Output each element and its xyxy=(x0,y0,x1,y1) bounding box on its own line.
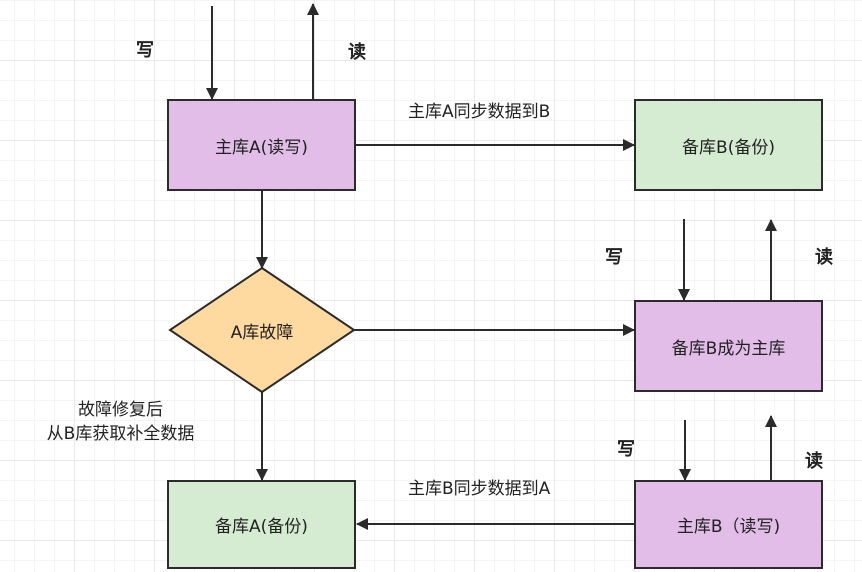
master-a-label: 主库A(读写) xyxy=(215,137,308,158)
repair-note-line1: 故障修复后 xyxy=(78,400,163,420)
read-label-b1: 读 xyxy=(815,247,833,268)
standby-b-label: 备库B(备份) xyxy=(682,137,775,158)
read-label-b2: 读 xyxy=(805,451,823,472)
master-a-box: 主库A(读写) xyxy=(167,99,356,191)
sync-a-to-b-label: 主库A同步数据到B xyxy=(408,102,551,122)
master-b-box: 主库B（读写) xyxy=(634,480,823,569)
sync-b-to-a-label: 主库B同步数据到A xyxy=(408,479,551,499)
repair-note: 故障修复后 从B库获取补全数据 xyxy=(8,398,233,446)
b-becomes-master-label: 备库B成为主库 xyxy=(671,338,786,359)
write-label-b1: 写 xyxy=(605,247,623,268)
b-becomes-master-box: 备库B成为主库 xyxy=(634,300,823,392)
master-b-label: 主库B（读写) xyxy=(676,517,781,537)
write-label-b2: 写 xyxy=(617,439,635,460)
a-failure-label: A库故障 xyxy=(230,322,294,343)
repair-note-line2: 从B库获取补全数据 xyxy=(46,424,195,444)
standby-b-box: 备库B(备份) xyxy=(634,99,823,191)
read-label-a: 读 xyxy=(348,42,366,63)
standby-a-label: 备库A(备份) xyxy=(215,517,308,537)
write-label-a: 写 xyxy=(136,40,154,61)
standby-a-box: 备库A(备份) xyxy=(167,480,356,569)
